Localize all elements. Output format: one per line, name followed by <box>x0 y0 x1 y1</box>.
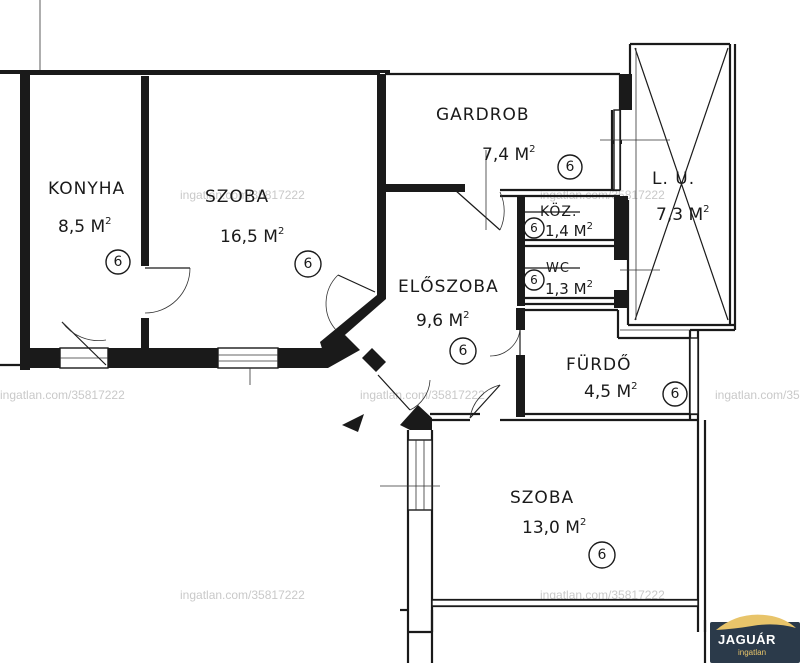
room-name: FÜRDŐ <box>566 353 632 375</box>
watermark-text: ingatlan.com/35817222 <box>360 388 485 402</box>
room-name: ELŐSZOBA <box>398 275 499 297</box>
zone-badge: 6 <box>114 254 123 270</box>
room-area: 9,6 M2 <box>416 310 469 331</box>
walls <box>0 42 737 663</box>
room-name: SZOBA <box>205 187 269 207</box>
zone-badge: 6 <box>671 386 680 402</box>
lu-cross <box>634 47 729 321</box>
room-gardrob: GARDROB 7,4 M2 6 <box>436 105 583 180</box>
jaguar-logo: JAGUÁR ingatlan <box>710 614 800 663</box>
windows <box>59 109 699 607</box>
room-name: SZOBA <box>510 488 574 508</box>
entrance-arrow-icon <box>342 414 364 432</box>
room-wc: WC 1,3 M2 6 <box>523 261 593 298</box>
room-area: 7,3 M2 <box>656 204 709 225</box>
room-szoba-2: SZOBA 13,0 M2 6 <box>510 488 616 569</box>
room-name: GARDROB <box>436 105 530 125</box>
room-area: 8,5 M2 <box>58 216 111 237</box>
logo-name: JAGUÁR <box>718 632 776 647</box>
room-area: 1,4 M2 <box>545 221 593 240</box>
room-konyha: KONYHA 8,5 M2 6 <box>48 179 131 275</box>
zone-badge: 6 <box>598 547 607 563</box>
watermark-text: ingatlan.com/35817222 <box>540 588 665 602</box>
room-name: KONYHA <box>48 179 125 199</box>
room-eloszoba: ELŐSZOBA 9,6 M2 6 <box>398 275 499 365</box>
watermark-text: ingatlan.com/35817222 <box>180 188 305 202</box>
zone-badge: 6 <box>459 343 468 359</box>
logo-subtitle: ingatlan <box>738 648 766 657</box>
room-name: WC <box>546 261 570 276</box>
watermarks: ingatlan.com/35817222 ingatlan.com/35817… <box>0 188 800 602</box>
room-furdo: FÜRDŐ 4,5 M2 6 <box>566 353 688 407</box>
zone-badge: 6 <box>530 273 538 287</box>
zone-badge: 6 <box>566 159 575 175</box>
watermark-text: ingatlan.com/35817222 <box>715 388 800 402</box>
room-lu: L. U. 7,3 M2 <box>652 169 709 225</box>
zone-badge: 6 <box>530 221 538 235</box>
room-name: KÖZ. <box>540 202 577 220</box>
room-area: 16,5 M2 <box>220 226 284 247</box>
room-koz: KÖZ. 1,4 M2 6 <box>523 202 593 240</box>
room-area: 13,0 M2 <box>522 517 586 538</box>
doors <box>61 189 580 419</box>
watermark-text: ingatlan.com/35817222 <box>0 388 125 402</box>
helper-lines <box>39 0 670 487</box>
room-area: 1,3 M2 <box>545 279 593 298</box>
room-area: 7,4 M2 <box>482 144 535 165</box>
room-name: L. U. <box>652 169 695 189</box>
watermark-text: ingatlan.com/35817222 <box>180 588 305 602</box>
room-szoba-1: SZOBA 16,5 M2 6 <box>205 187 322 278</box>
zone-badge: 6 <box>304 256 313 272</box>
room-area: 4,5 M2 <box>584 381 637 402</box>
